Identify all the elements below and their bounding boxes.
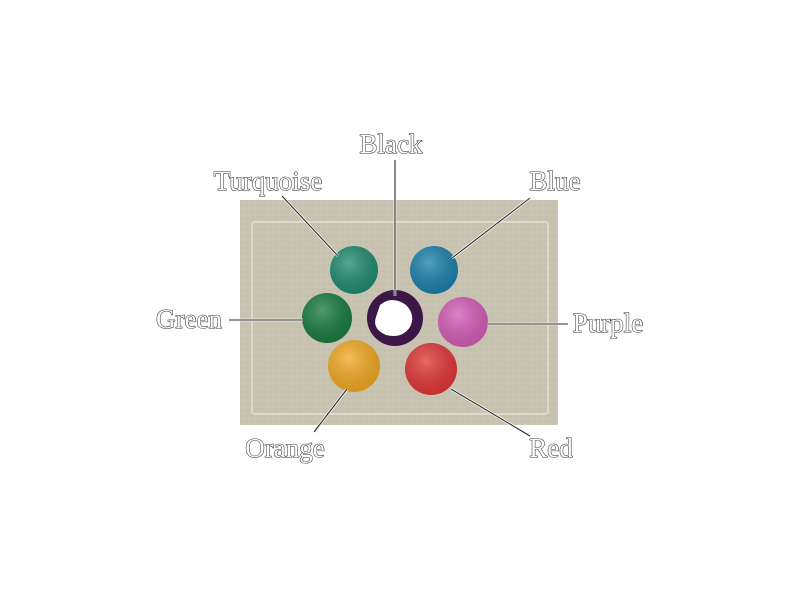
dye-spots [302, 246, 488, 395]
label-orange: Orange [245, 433, 324, 463]
blue-spot [410, 246, 458, 294]
label-turquoise: Turquoise [214, 166, 323, 196]
plate-inner-edge [251, 221, 549, 415]
green-spot [302, 293, 352, 343]
black-spot [367, 290, 423, 346]
orange-spot [328, 340, 380, 392]
leader-lines [229, 160, 568, 438]
purple-spot [438, 297, 488, 347]
red-leader [450, 387, 531, 438]
label-green: Green [156, 304, 222, 334]
turquoise-leader [281, 195, 339, 257]
turquoise-spot [330, 246, 378, 294]
blue-leader [451, 196, 531, 260]
labels: Black Turquoise Blue Green Purple Orange… [155, 128, 644, 463]
label-blue: Blue [530, 166, 581, 196]
red-spot [405, 343, 457, 395]
label-black: Black [360, 129, 423, 159]
label-purple: Purple [573, 308, 644, 338]
label-red: Red [529, 433, 573, 463]
orange-leader [312, 388, 349, 433]
